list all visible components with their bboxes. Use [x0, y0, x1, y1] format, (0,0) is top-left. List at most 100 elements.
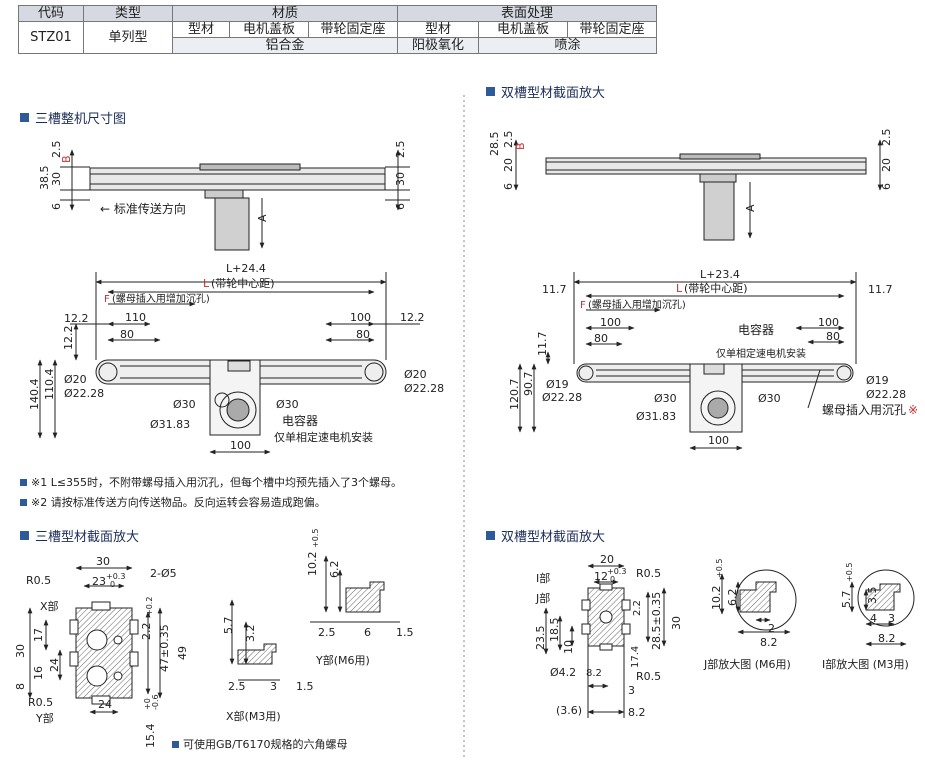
section-title-text: 三槽型材截面放大: [35, 530, 140, 545]
dim-F-suffix: (螺母插入用增加沉孔): [588, 298, 686, 311]
dim-F: F: [580, 300, 586, 311]
dim-38-5: 38.5: [38, 166, 51, 191]
dim-11-7-vertical: 11.7: [536, 332, 549, 357]
dim-100: 100: [350, 311, 371, 324]
dim-2-5: 2.5: [50, 141, 63, 159]
caption-Y-part: Y部(M6用): [315, 653, 370, 667]
dim-phi-19: Ø19: [546, 378, 569, 391]
dim-24-vertical: 24: [48, 658, 61, 672]
dim-3-2: 3.2: [244, 625, 257, 643]
dim-phi-4-2: Ø4.2: [550, 666, 576, 679]
dim-2-2: 2.2: [140, 623, 153, 641]
dim-23-5: 23.5: [534, 626, 547, 651]
dim-2-2: 2.2: [632, 600, 643, 616]
dim-A: A: [256, 214, 269, 222]
label-install-note: 仅单相定速电机安装: [716, 347, 806, 360]
dim-100: 100: [600, 316, 621, 329]
dim-30-right: 30: [394, 172, 407, 186]
dim-10-2: 10.2: [710, 586, 723, 611]
dim-90-7: 90.7: [522, 372, 535, 397]
tol-0: 0: [610, 575, 615, 584]
dim-6: 6: [364, 626, 371, 639]
dim-8-2-bottom: 8.2: [628, 706, 646, 719]
dim-30-vertical: 30: [14, 644, 27, 658]
note-marker-icon: [20, 498, 27, 506]
dim-R0-5-bottom: R0.5: [28, 696, 53, 709]
dim-17-4: 17.4: [630, 646, 641, 668]
label-capacitor: 电容器: [738, 322, 774, 337]
dim-12: 12: [594, 570, 608, 583]
dim-17: 17: [32, 628, 45, 642]
dim-12-2-vertical: 12.2: [62, 326, 75, 351]
dim-2-5: 2.5: [502, 131, 515, 149]
spec-header-material: 材质: [172, 5, 398, 22]
caption-X-part: X部(M3用): [226, 709, 281, 723]
dim-1-5: 1.5: [296, 680, 314, 693]
label-J-part: J部: [535, 591, 550, 605]
dim-phi-30-right: Ø30: [758, 392, 781, 405]
dim-L-suffix: (带轮中心距): [211, 276, 275, 290]
x-part-detail: [229, 599, 280, 681]
tol-plus-0-5: +0.5: [845, 563, 854, 582]
y-part-detail: [310, 555, 400, 623]
dim-phi-19-right: Ø19: [866, 374, 889, 387]
left-pulley-icon: [98, 362, 118, 382]
three-groove-profile: [75, 607, 133, 699]
i-part-labels: 5.7 +0.5 3.5 4 3 8.2 I部放大图 (M3用): [822, 563, 909, 671]
dim-28-5: 28.5±0.35: [650, 592, 663, 650]
dim-18-5: 18.5: [548, 618, 561, 643]
note-3-text: 可使用GB/T6170规格的六角螺母: [183, 738, 348, 751]
right-front-view: [517, 272, 857, 451]
dim-8-2: 8.2: [586, 668, 602, 679]
dim-20: 20: [600, 553, 614, 566]
note-3: 可使用GB/T6170规格的六角螺母: [172, 736, 348, 752]
spec-surface-anodize: 阳极氧化: [397, 37, 479, 54]
dim-100-right: 100: [818, 316, 839, 329]
dim-8: 8: [14, 683, 27, 690]
note-2: ※2 请按标准传送方向传送物品。反向运转会容易造成跑偏。: [20, 494, 326, 510]
section-title-text: 双槽型材截面放大: [501, 530, 606, 545]
dim-L-suffix: (带轮中心距): [684, 281, 748, 295]
dim-R0-5: R0.5: [636, 567, 661, 580]
dim-12-2: 12.2: [64, 312, 89, 325]
three-groove-labels: 30 23 +0.3 0 2-Ø5 R0.5 X部 2.2 +0.2 47±0.…: [14, 555, 189, 748]
dim-15-4: 15.4: [144, 724, 157, 749]
dim-phi-30: Ø30: [654, 392, 677, 405]
conveying-direction: ← 标准传送方向: [100, 201, 186, 216]
dim-phi-22-28: Ø22.28: [64, 387, 104, 400]
dim-80: 80: [594, 332, 608, 345]
j-part-labels: 10.2 +0.5 6.2 2 8.2 J部放大图 (M6用): [703, 559, 791, 671]
section-title-three-groove-dims: 三槽整机尺寸图: [20, 108, 126, 127]
left-conveyor-profile: [89, 167, 386, 191]
capacitor-box: [227, 360, 251, 372]
dim-3-5: 3.5: [866, 587, 879, 605]
dim-12-2-right: 12.2: [400, 311, 425, 324]
dim-A: A: [744, 204, 757, 212]
dim-L-24-4: L+24.4: [226, 262, 266, 275]
tol-plus-0-3: +0.3: [106, 572, 125, 581]
section-title-double-groove-bottom: 双槽型材截面放大: [486, 526, 605, 545]
label-note-mark: ※: [908, 403, 918, 417]
caption-I-part: I部放大图 (M3用): [822, 657, 909, 671]
note-1: ※1 L≤355时，不附带螺母插入用沉孔，但每个槽中均预先插入了3个螺母。: [20, 474, 402, 490]
tol-plus-0-5: +0.5: [311, 529, 320, 548]
right-pulley-icon: [836, 365, 852, 381]
dim-5-7: 5.7: [840, 591, 853, 609]
dim-F: F: [104, 294, 110, 305]
spec-sub-motor-cover: 电机盖板: [229, 21, 309, 38]
dim-110-4: 110.4: [43, 369, 56, 401]
tol-0: 0: [110, 580, 115, 589]
right-front-labels: L+23.4 L (带轮中心距) F (螺母插入用增加沉孔) 11.7 11.7…: [508, 268, 918, 447]
dim-47: 47±0.35: [158, 624, 171, 672]
dim-R0-5: R0.5: [26, 574, 51, 587]
label-install-note: 仅单相定速电机安装: [274, 430, 373, 444]
dim-100-bottom: 100: [230, 439, 251, 452]
dim-140-4: 140.4: [28, 379, 41, 411]
dim-2-5-right: 2.5: [394, 141, 407, 159]
section-marker-icon: [486, 531, 495, 540]
spec-table: 代码 类型 材质 表面处理 STZ01 单列型 型材 电机盖板 带轮固定座 型材…: [18, 5, 657, 54]
dim-100-bottom: 100: [708, 434, 729, 447]
dim-80-right: 80: [826, 330, 840, 343]
label-X-part: X部: [40, 599, 59, 613]
spec-code: STZ01: [18, 21, 84, 54]
